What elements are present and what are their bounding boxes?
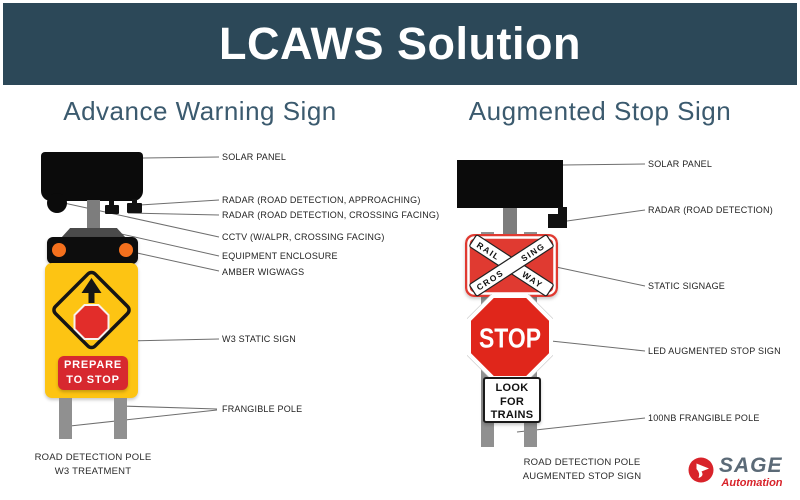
stop-symbol-octagon bbox=[73, 304, 110, 340]
leader-led-stop bbox=[550, 340, 646, 352]
caption-left-line2: W3 TREATMENT bbox=[54, 465, 132, 477]
solar-panel-left bbox=[41, 152, 143, 201]
page-title: LCAWS Solution bbox=[219, 18, 581, 69]
railway-crossing-sign: RAIL WAY CROS SING bbox=[465, 234, 558, 297]
leader-static-signage bbox=[555, 266, 646, 287]
label-w3-static-sign: W3 STATIC SIGN bbox=[222, 334, 296, 344]
leader-solar-right bbox=[562, 163, 646, 166]
leader-radar-crossing bbox=[127, 212, 220, 216]
logo-name: SAGE bbox=[719, 454, 783, 477]
leader-frangible-b bbox=[120, 405, 218, 410]
caption-right-line2: AUGMENTED STOP SIGN bbox=[522, 470, 642, 482]
arrow-head bbox=[81, 278, 102, 293]
amber-wigwag-left bbox=[52, 243, 66, 257]
amber-wigwag-right bbox=[119, 243, 133, 257]
caption-right-line1: ROAD DETECTION POLE bbox=[523, 457, 641, 468]
radar-tab-right bbox=[558, 207, 567, 215]
radar-stem-2 bbox=[132, 199, 137, 205]
label-radar-right: RADAR (ROAD DETECTION) bbox=[648, 205, 773, 215]
mount-bracket bbox=[61, 228, 126, 238]
mast-pole-left bbox=[87, 200, 100, 230]
arrow-stem bbox=[88, 290, 95, 303]
leader-solar-left bbox=[142, 156, 220, 159]
sage-automation-logo: SAGE Automation bbox=[688, 455, 794, 497]
look-for-trains-sign: LOOK FOR TRAINS bbox=[483, 377, 541, 423]
caption-left: ROAD DETECTION POLE W3 TREATMENT bbox=[23, 451, 163, 478]
label-100nb-pole: 100NB FRANGIBLE POLE bbox=[648, 413, 760, 423]
leader-equipment bbox=[107, 230, 220, 257]
prepare-line1: PREPARE bbox=[64, 359, 122, 371]
mast-pole-right bbox=[503, 208, 517, 242]
caption-right: ROAD DETECTION POLE AUGMENTED STOP SIGN bbox=[512, 456, 652, 483]
stop-sign-text: STOP bbox=[479, 323, 541, 354]
leader-100nb-pole bbox=[516, 417, 646, 433]
leader-w3-sign bbox=[126, 338, 220, 342]
leader-frangible-a bbox=[69, 409, 218, 427]
lft-line1: LOOK bbox=[495, 382, 529, 394]
radar-unit-approaching bbox=[127, 203, 142, 213]
frangible-pole-left-b bbox=[114, 398, 127, 439]
label-frangible-pole: FRANGIBLE POLE bbox=[222, 404, 303, 414]
label-equipment-enclosure: EQUIPMENT ENCLOSURE bbox=[222, 251, 338, 261]
heading-augmented-stop-sign: Augmented Stop Sign bbox=[468, 96, 732, 126]
title-banner: LCAWS Solution bbox=[3, 3, 797, 85]
label-radar-approaching: RADAR (ROAD DETECTION, APPROACHING) bbox=[222, 195, 421, 205]
w3-sign-face bbox=[52, 270, 131, 350]
radar-stem-1 bbox=[109, 200, 114, 206]
label-led-stop-sign: LED AUGMENTED STOP SIGN bbox=[648, 346, 781, 356]
prepare-line2: TO STOP bbox=[66, 374, 120, 386]
cctv-camera bbox=[47, 193, 67, 213]
label-solar-panel-right: SOLAR PANEL bbox=[648, 159, 713, 169]
lft-line2: FOR bbox=[499, 395, 525, 408]
label-static-signage: STATIC SIGNAGE bbox=[648, 281, 725, 291]
label-solar-panel-left: SOLAR PANEL bbox=[222, 152, 287, 162]
label-cctv: CCTV (W/ALPR, CROSSING FACING) bbox=[222, 232, 385, 242]
led-augmented-stop-sign: STOP bbox=[467, 294, 553, 380]
heading-advance-warning-sign: Advance Warning Sign bbox=[63, 96, 337, 126]
leader-radar-approaching bbox=[139, 199, 220, 206]
solar-panel-right bbox=[457, 160, 563, 208]
lft-line3: TRAINS bbox=[490, 409, 534, 421]
leader-wigwags bbox=[127, 250, 220, 272]
frangible-pole-left-a bbox=[59, 398, 72, 439]
radar-unit-crossing bbox=[105, 205, 119, 214]
leader-radar-right bbox=[566, 209, 646, 222]
sage-logo-icon bbox=[688, 457, 714, 483]
radar-unit-right bbox=[548, 214, 567, 228]
label-amber-wigwags: AMBER WIGWAGS bbox=[222, 267, 305, 277]
label-radar-crossing: RADAR (ROAD DETECTION, CROSSING FACING) bbox=[222, 210, 440, 220]
logo-subtitle: Automation bbox=[721, 477, 783, 489]
caption-left-line1: ROAD DETECTION POLE bbox=[34, 452, 152, 463]
prepare-to-stop-sign: PREPARE TO STOP bbox=[58, 356, 128, 390]
